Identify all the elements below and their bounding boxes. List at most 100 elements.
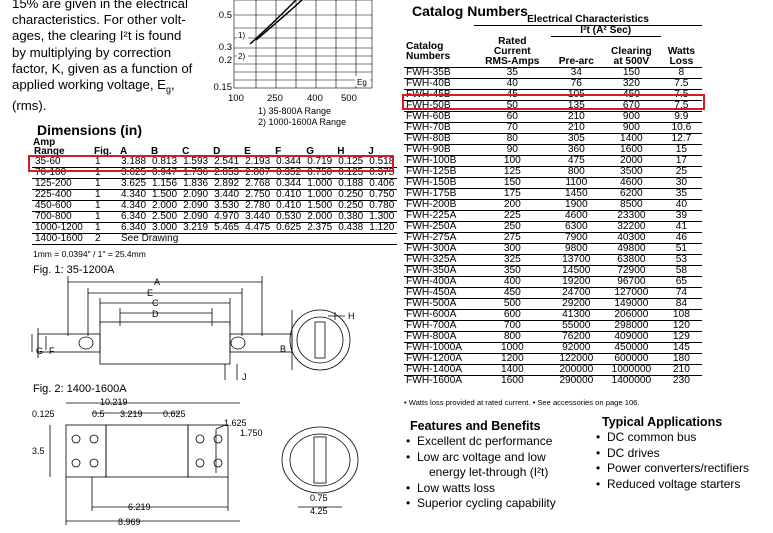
label-h: H [348, 311, 355, 321]
curve-2 [255, 0, 303, 41]
catalog-value-cell: 360 [550, 143, 602, 155]
catalog-value-cell: 4600 [550, 209, 602, 221]
application-text: DC drives [607, 445, 660, 460]
dim-header: D [213, 146, 221, 157]
application-item: •DC drives [596, 446, 749, 462]
dimensions-cell: 5.465 [211, 222, 243, 234]
fig1-title: Fig. 1: 35-1200A [33, 264, 115, 276]
catalog-value-cell: 30 [660, 176, 702, 188]
feature-item: •Low watts loss [406, 481, 556, 497]
amp-label: Amp [33, 137, 56, 148]
catalog-value-cell: 230 [660, 374, 702, 386]
curve-label-box [237, 51, 248, 61]
catalog-value-cell: 35 [660, 187, 702, 199]
catalog-table: Electrical Characteristics I²t (A² Sec) … [404, 15, 702, 386]
catalog-value-cell: 76 [550, 77, 602, 89]
elec-char-header: Electrical Characteristics [474, 15, 702, 26]
dimensions-cell: 2.853 [211, 167, 243, 179]
catalog-value-cell: 53 [660, 253, 702, 265]
catalog-number-cell: FWH-225A [404, 209, 474, 221]
dimensions-cell: 1 [92, 222, 118, 234]
features-list: •Excellent dc performance•Low arc voltag… [406, 434, 556, 512]
dimensions-cell: 1.500 [304, 200, 336, 212]
feature-text: energy let-through (I²t) [429, 465, 549, 479]
dimensions-cell: 225-400 [32, 189, 92, 201]
axis-label-box [355, 76, 370, 86]
dimensions-cell: 2.768 [242, 178, 274, 190]
intro-line: (rms). [12, 97, 47, 113]
dim-header: Range [34, 146, 65, 157]
catalog-value-cell: 8500 [602, 198, 661, 210]
dimensions-cell: 0.250 [335, 189, 367, 201]
catalog-value-cell: 34 [550, 66, 602, 78]
fig2-terminal-right [187, 424, 229, 478]
catalog-value-cell: 1200 [474, 352, 551, 364]
fig2-dim: 0.75 [310, 493, 328, 503]
dimensions-header-row: Range Fig. A B C D E F G H J [32, 147, 397, 157]
dimensions-cell: 0.719 [304, 157, 336, 168]
catalog-number-cell: FWH-800A [404, 330, 474, 342]
catalog-number-cell: FWH-90B [404, 143, 474, 155]
fig2-dim: 0.125 [32, 409, 55, 419]
catalog-value-cell: 58 [660, 264, 702, 276]
dimensions-cell: 3.000 [149, 222, 181, 234]
dim-header: F [275, 146, 282, 157]
catalog-value-cell: 15 [660, 143, 702, 155]
feature-item: •Excellent dc performance [406, 434, 556, 450]
bullet-icon: • [596, 476, 601, 491]
dim-header: C [182, 146, 190, 157]
label-d: D [152, 309, 159, 319]
catalog-value-cell: 7900 [550, 231, 602, 243]
catalog-value-cell: 275 [474, 231, 551, 243]
col-header-catalog: Catalog Numbers [406, 40, 451, 62]
catalog-value-cell: 76200 [550, 330, 602, 342]
col-header-clearing: Clearing at 500V [611, 45, 652, 67]
intro-line: 15% are given in the electrical [12, 0, 188, 11]
dimensions-cell: 2.750 [242, 189, 274, 201]
dimensions-cell: 0.518 [366, 157, 398, 168]
dimensions-cell: 0.352 [273, 167, 305, 179]
catalog-value-cell: 108 [660, 308, 702, 320]
dimensions-cell: 0.410 [273, 189, 305, 201]
dimensions-cell: 1 [92, 200, 118, 212]
catalog-value-cell: 9.9 [660, 110, 702, 122]
intro-line: characteristics. For other volt- [12, 12, 186, 28]
dim-header: A [120, 146, 128, 157]
y-tick: 0.5 [218, 10, 232, 21]
catalog-number-cell: FWH-60B [404, 110, 474, 122]
catalog-value-cell: 150 [602, 66, 661, 78]
y-tick: 0.2 [218, 55, 232, 66]
label-c: C [152, 298, 159, 308]
catalog-value-cell: 122000 [550, 352, 602, 364]
catalog-number-cell: FWH-450A [404, 286, 474, 298]
catalog-col-header-row: Catalog Numbers Rated Current RMS-Amps P… [404, 36, 702, 68]
catalog-value-cell: 12.7 [660, 132, 702, 144]
dimensions-cell: 2.500 [149, 211, 181, 223]
dimensions-cell: 0.410 [273, 200, 305, 212]
fig2-dim: 10.219 [100, 397, 128, 407]
dimensions-cell: 4.340 [118, 189, 150, 201]
dimensions-cell: 35-60 [32, 157, 92, 168]
catalog-number-cell: FWH-175B [404, 187, 474, 199]
dimensions-cell: 2.000 [149, 200, 181, 212]
catalog-highlight [402, 94, 705, 110]
catalog-value-cell: 1450 [550, 187, 602, 199]
dimensions-cell: 70-100 [32, 167, 92, 179]
dimensions-cell: 450-600 [32, 200, 92, 212]
catalog-value-cell: 125 [474, 165, 551, 177]
correction-graph-svg: 1) 2) Eg [233, 0, 373, 89]
catalog-header-row: Electrical Characteristics [404, 15, 702, 26]
dimensions-cell: 2.780 [242, 200, 274, 212]
dim-header: G [306, 146, 314, 157]
label-b-end: B [280, 344, 286, 354]
catalog-value-cell: 25 [660, 165, 702, 177]
